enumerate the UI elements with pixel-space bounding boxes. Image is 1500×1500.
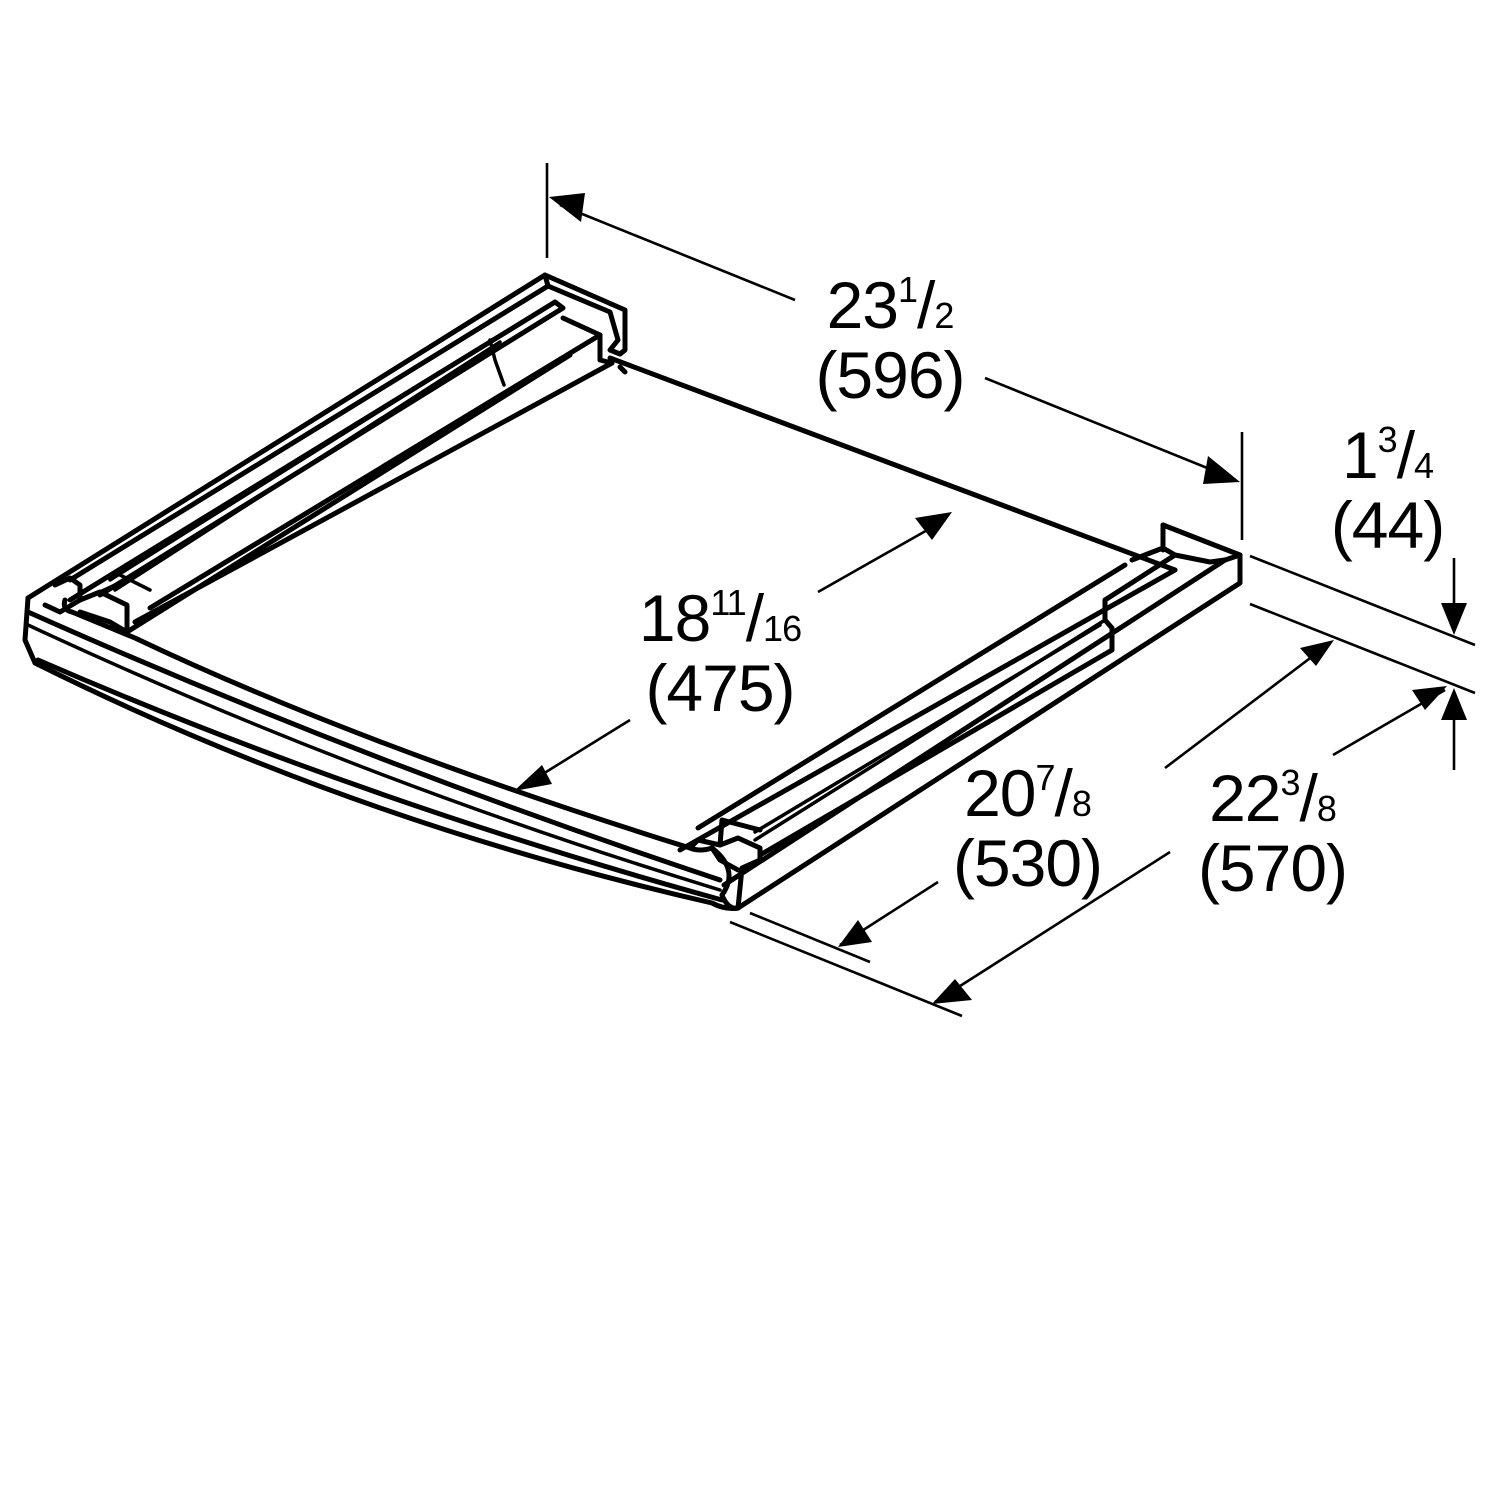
height-inches: 13/4 [1341,418,1434,492]
inner-depth-label: 1811/16 (475) [615,581,825,725]
inner-depth-inches: 1811/16 [638,581,802,655]
front-bar [22,595,741,911]
shelf-part [22,272,1243,911]
rail-depth-label: 207/8 (530) [940,756,1115,900]
overall-width-inches: 231/2 [826,268,955,342]
rail-depth-inches: 207/8 [964,756,1092,830]
overall-depth-mm: (570) [1197,831,1348,905]
overall-width-mm: (596) [815,338,965,412]
right-rail [677,522,1243,911]
shelf-back-edge [607,355,1178,573]
overall-depth-label: 223/8 (570) [1185,761,1360,905]
left-rail [25,272,628,635]
dimension-lines [514,163,1476,1018]
height-dimension [1249,554,1476,770]
overall-depth-dimension [729,686,1447,1018]
rail-depth-mm: (530) [952,826,1103,900]
height-label: 13/4 (44) [1320,418,1455,562]
rail-depth-dimension [749,640,1334,964]
height-mm: (44) [1330,488,1445,562]
overall-depth-inches: 223/8 [1209,761,1337,835]
overall-width-label: 231/2 (596) [800,268,980,412]
overall-width-dimension [545,163,1244,540]
inner-depth-mm: (475) [645,651,795,725]
inner-depth-dimension [514,512,952,791]
